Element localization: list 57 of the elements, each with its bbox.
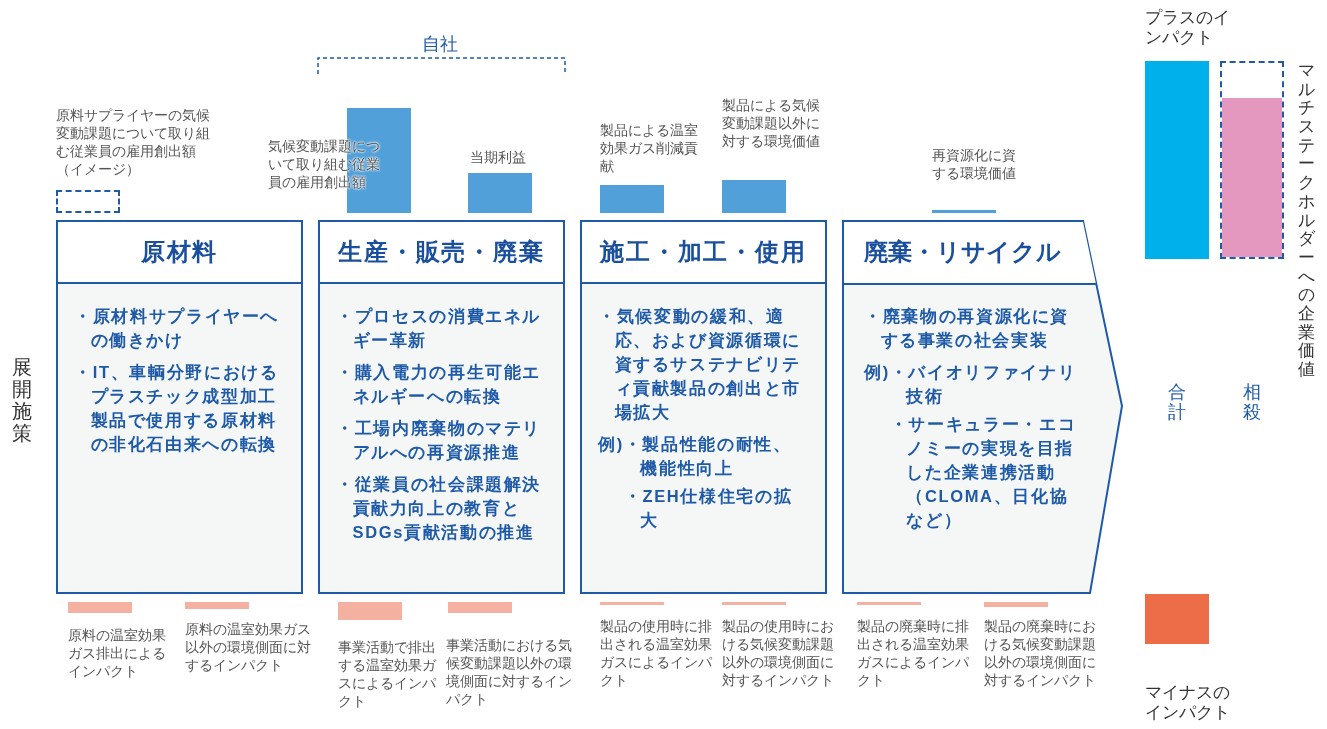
legend-text: マイナスのインパクト [1145, 683, 1231, 723]
vertical-label: 展開施策 [12, 356, 32, 444]
impact-bar [185, 602, 249, 609]
bullet-item: ・原材料サプライヤーへの働きかけ [74, 306, 281, 352]
vertical-label: 相殺 [1243, 383, 1261, 423]
caption-text: 製品の使用時における気候変動課題以外の環境側面に対するインパクト [722, 617, 835, 689]
stage-card [580, 220, 827, 594]
impact-bar [600, 602, 664, 605]
caption-text: 事業活動で排出する温室効果ガスによるインパクト [338, 638, 438, 710]
vertical-label: 合計 [1168, 383, 1186, 423]
bullet-item: ・従業員の社会課題解決貢献力向上の教育とSDGs貢献活動の推進 [336, 474, 543, 544]
bullet-item: ・気候変動の緩和、適応、および資源循環に資するサステナビリティ貢献製品の創出と市場拡大 [598, 306, 802, 423]
example-label: 例) [598, 434, 624, 455]
stage-card [318, 220, 565, 594]
stage-heading: 廃棄・リサイクル [864, 237, 1061, 267]
bullet-item: ・ZEH仕様住宅の拡大 [623, 486, 794, 531]
value-bar [600, 185, 664, 213]
caption-text: 製品による気候変動課題以外に対する環境価値 [722, 96, 821, 150]
bullet-item: ・廃棄物の再資源化に資する事業の社会実装 [864, 306, 1071, 352]
impact-bar [448, 602, 512, 613]
value-bar [468, 173, 532, 213]
vertical-label: マルチステークホルダーへの企業価値 [1298, 62, 1315, 380]
bullet-item: ・バイオリファイナリ技術 [889, 362, 1078, 407]
total-bar [1145, 61, 1209, 259]
caption-text: 原料サプライヤーの気候変動課題について取り組む従業員の雇用創出額（イメージ） [56, 106, 211, 178]
impact-bar [984, 602, 1048, 607]
impact-bar [857, 602, 921, 605]
impact-bar [68, 602, 132, 613]
bullet-item: ・購入電力の再生可能エネルギーへの転換 [336, 362, 543, 407]
caption-text: 再資源化に資する環境価値 [932, 146, 1017, 182]
caption-text: 製品の廃棄時における気候変動課題以外の環境側面に対するインパクト [984, 617, 1097, 689]
bullet-item: ・サーキュラー・エコノミーの実現を目指した企業連携活動（CLOMA、日化協など） [889, 414, 1078, 532]
bullet-item: ・製品性能の耐性、機能性向上 [623, 434, 793, 479]
placeholder-box [56, 190, 120, 213]
caption-text: 製品の使用時に排出される温室効果ガスによるインパクト [600, 617, 713, 689]
legend-text: プラスのインパクト [1145, 8, 1231, 48]
bullet-item: ・工場内廃棄物のマテリアルへの再資源推進 [336, 418, 543, 463]
caption-text: 製品による温室効果ガス削減貢献 [600, 121, 699, 175]
caption-text: 製品の廃棄時に排出される温室効果ガスによるインパクト [857, 617, 970, 689]
impact-bar [338, 602, 402, 620]
offset-bar [1220, 61, 1284, 259]
example-label: 例) [864, 362, 890, 383]
caption-text: 原料の温室効果ガス以外の環境側面に対するインパクト [185, 620, 312, 674]
negative-bar [1145, 594, 1209, 644]
stage-heading: 施工・加工・使用 [599, 237, 808, 267]
caption-text: 原料の温室効果ガス排出によるインパクト [68, 626, 167, 680]
caption-text: 当期利益 [470, 148, 527, 166]
group-label: 自社 [421, 33, 459, 55]
bullet-item: ・プロセスの消費エネルギー革新 [336, 306, 543, 351]
bullet-item: ・IT、車輌分野におけるプラスチック成型加工製品で使用する原材料の非化石由来への転換 [74, 362, 280, 455]
caption-text: 事業活動における気候変動課題以外の環境側面に対するインパクト [446, 636, 573, 708]
value-bar [722, 180, 786, 213]
stage-heading: 生産・販売・廃棄 [337, 237, 546, 267]
stage-card [56, 220, 303, 594]
impact-bar [722, 602, 786, 605]
value-bar [932, 210, 996, 213]
stage-heading: 原材料 [140, 237, 219, 267]
